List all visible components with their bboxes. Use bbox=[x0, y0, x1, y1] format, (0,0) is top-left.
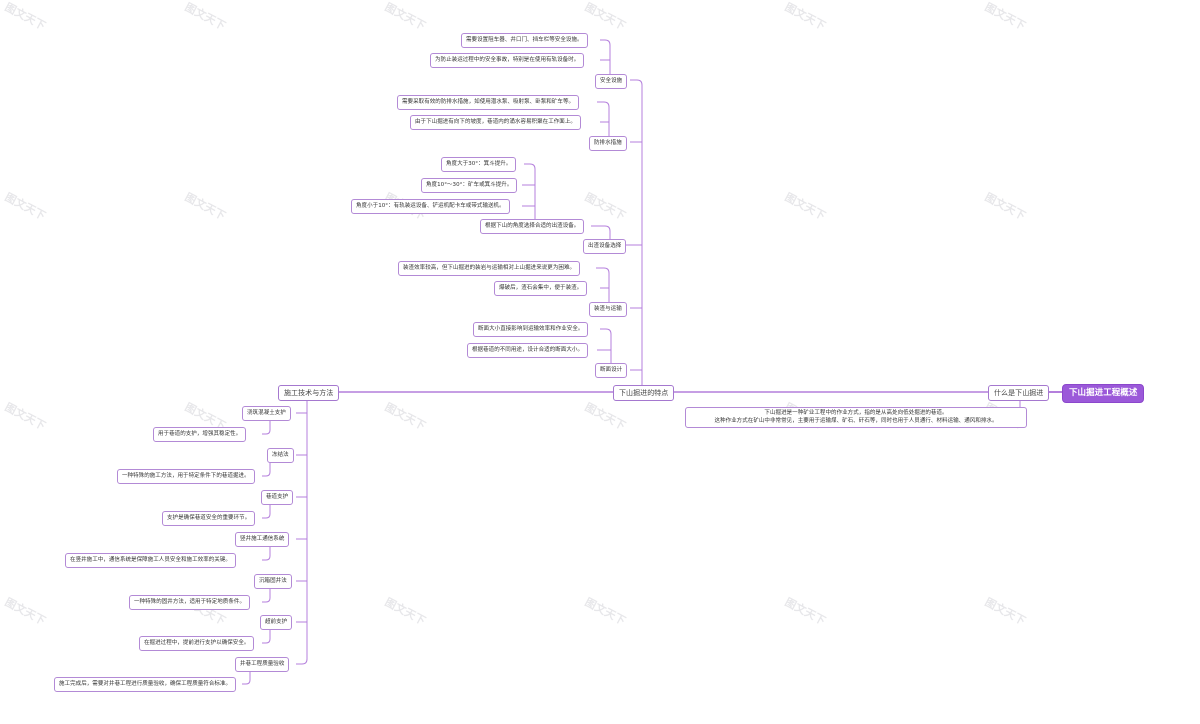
node-section[interactable]: 断面设计 bbox=[595, 363, 628, 378]
node-safety[interactable]: 安全设施 bbox=[595, 74, 628, 89]
safety-item[interactable]: 需要设置阻车器、井口门、挡车栏等安全设施。 bbox=[461, 33, 588, 48]
connector bbox=[524, 163, 536, 219]
tech-item[interactable]: 在掘进过程中，提前进行支护以确保安全。 bbox=[139, 636, 255, 651]
connector bbox=[597, 101, 610, 136]
tech-group-quality[interactable]: 井巷工程质量验收 bbox=[235, 657, 290, 672]
connector bbox=[591, 225, 611, 239]
section-item[interactable]: 断面大小直接影响到运输效率和作业安全。 bbox=[473, 322, 589, 337]
connector bbox=[262, 504, 271, 519]
tech-item[interactable]: 支护是确保巷道安全的重要环节。 bbox=[162, 511, 256, 526]
connector bbox=[600, 328, 612, 363]
connector bbox=[262, 546, 271, 561]
connector bbox=[242, 671, 251, 685]
equipment-item[interactable]: 角度10°～30°：矿车或箕斗提升。 bbox=[421, 178, 518, 193]
loading-item[interactable]: 爆破后，渣石会集中，便于装渣。 bbox=[494, 281, 588, 296]
connector bbox=[262, 629, 271, 644]
drainage-item[interactable]: 需要采取有效的防排水措施，如使用潜水泵、吸射泵、卧泵和矿车等。 bbox=[397, 95, 580, 110]
branch-tech[interactable]: 施工技术与方法 bbox=[278, 385, 340, 401]
tech-item[interactable]: 一种特殊的固井方法，适用于特定地质条件。 bbox=[129, 595, 251, 610]
safety-item[interactable]: 为防止装运过程中的安全事故，特别是在使用有轨设备时。 bbox=[430, 53, 585, 68]
connector bbox=[262, 588, 271, 603]
connector bbox=[262, 462, 271, 477]
tech-group-support[interactable]: 巷道支护 bbox=[261, 490, 294, 505]
node-drainage[interactable]: 防排水措施 bbox=[589, 136, 627, 151]
connector bbox=[596, 267, 610, 302]
tech-group-concrete[interactable]: 浇筑混凝土支护 bbox=[242, 406, 291, 421]
root-node[interactable]: 下山掘进工程概述 bbox=[1062, 384, 1145, 403]
tech-group-comms[interactable]: 竖井施工通信系统 bbox=[235, 532, 290, 547]
node-loading[interactable]: 装渣与运输 bbox=[589, 302, 627, 317]
tech-item[interactable]: 用于巷道的支护，增强其稳定性。 bbox=[153, 427, 247, 442]
equipment-item[interactable]: 根据下山的角度选择合适的出渣设备。 bbox=[480, 219, 585, 234]
connector bbox=[262, 420, 271, 435]
tech-item[interactable]: 施工完成后，需要对井巷工程进行质量验收，确保工程质量符合标准。 bbox=[54, 677, 237, 692]
drainage-item[interactable]: 由于下山掘进有向下的坡度，巷道内的涌水容易积聚在工作面上。 bbox=[410, 115, 581, 130]
tech-group-advance[interactable]: 超前支护 bbox=[260, 615, 293, 630]
node-equipment[interactable]: 出渣设备选择 bbox=[583, 239, 627, 254]
tech-item[interactable]: 在竖井施工中，通信系统是保障施工人员安全和施工效率的关键。 bbox=[65, 553, 236, 568]
loading-item[interactable]: 装渣效率较高，但下山掘进的装岩与运输相对上山掘进来说更为困难。 bbox=[398, 261, 581, 276]
tech-item[interactable]: 一种特殊的施工方法，用于特定条件下的巷道掘进。 bbox=[117, 469, 255, 484]
tech-group-caisson[interactable]: 沉箱固井法 bbox=[254, 574, 292, 589]
connector bbox=[600, 39, 611, 74]
what-is-description[interactable]: 下山掘进是一种矿业工程中的作业方式，指的是从高处向低处掘进的巷道。 这种作业方式… bbox=[685, 407, 1027, 428]
branch-what-is[interactable]: 什么是下山掘进 bbox=[988, 385, 1050, 401]
section-item[interactable]: 根据巷道的不同用途，设计合适的断面大小。 bbox=[467, 343, 589, 358]
branch-features[interactable]: 下山掘进的特点 bbox=[613, 385, 675, 401]
connector bbox=[296, 399, 308, 665]
what-is-desc-line1: 下山掘进是一种矿业工程中的作业方式，指的是从高处向低处掘进的巷道。 bbox=[764, 410, 948, 416]
tech-group-freezing[interactable]: 冻结法 bbox=[267, 448, 294, 463]
equipment-item[interactable]: 角度大于30°：箕斗提升。 bbox=[441, 157, 517, 172]
connector bbox=[630, 79, 643, 385]
equipment-item[interactable]: 角度小于10°：有轨装运设备、铲运机配卡车或带式输送机。 bbox=[351, 199, 510, 214]
what-is-desc-line2: 这种作业方式在矿山中非常常见，主要用于运输煤、矿石、矸石等，同时也用于人员通行、… bbox=[714, 417, 998, 424]
